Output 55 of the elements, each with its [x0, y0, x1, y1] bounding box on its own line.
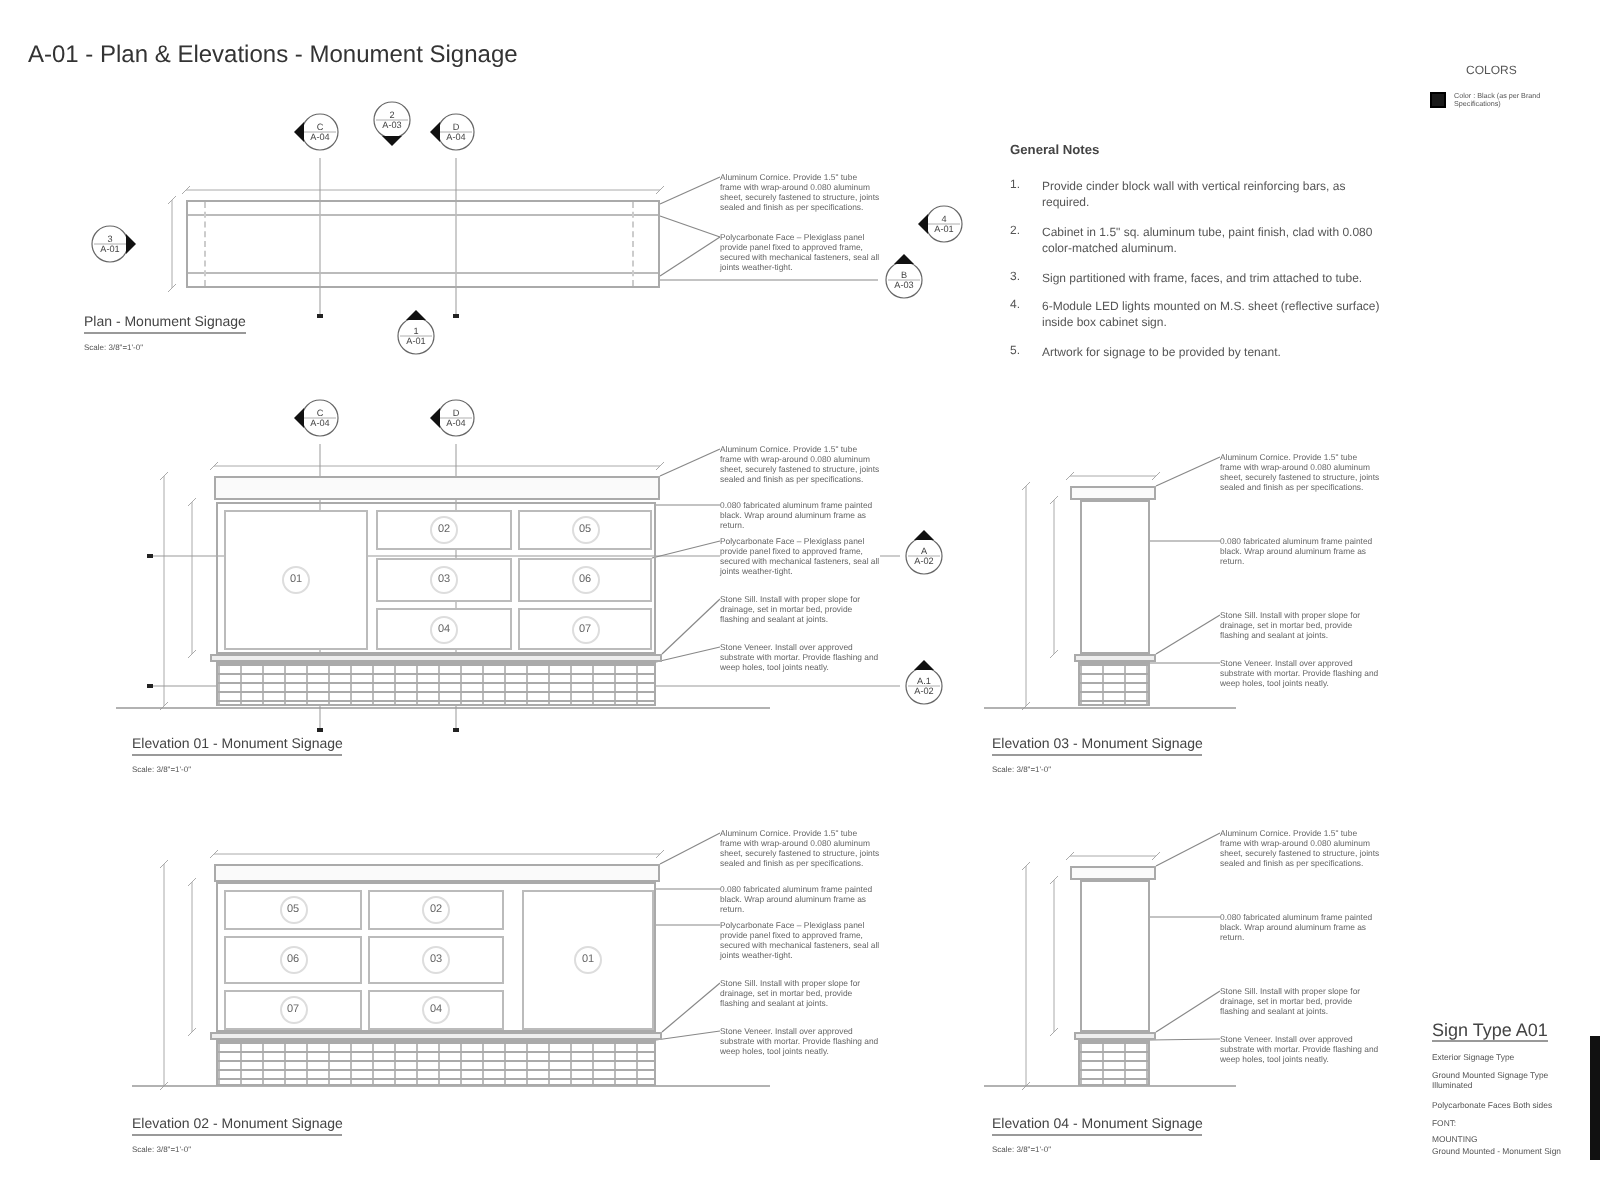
stone-base: [1078, 662, 1150, 706]
leader-line: [1155, 456, 1221, 487]
leader-line: [659, 176, 721, 205]
sign-panel: [376, 608, 512, 650]
sign-panel: [522, 890, 654, 1030]
cornice: [1070, 866, 1156, 880]
sign-panel: [376, 510, 512, 550]
leader-line: [659, 832, 721, 865]
sign-panel: [368, 990, 504, 1030]
sign-panel: [224, 990, 362, 1030]
leader-line: [653, 924, 721, 926]
sign-cabinet: [216, 502, 656, 654]
sign-panel: [224, 510, 368, 650]
stone-base: [216, 1040, 656, 1086]
section-cut-line: [659, 279, 879, 281]
leader-line: [655, 646, 721, 663]
leader-line: [655, 888, 721, 890]
leader-line: [1155, 614, 1221, 655]
sign-panel: [368, 890, 504, 930]
stone-base: [1078, 1040, 1150, 1086]
sign-column: [1080, 880, 1150, 1032]
stone-base: [216, 662, 656, 706]
sign-panel: [518, 558, 652, 602]
stone-sill: [1074, 654, 1156, 662]
leader-line: [659, 448, 721, 477]
leader-line: [1149, 540, 1221, 542]
sign-panel: [368, 936, 504, 984]
sign-panel: [518, 608, 652, 650]
leader-line: [1149, 662, 1221, 664]
sign-panel: [224, 936, 362, 984]
leader-line: [661, 598, 721, 655]
sheet-title: A-01 - Plan & Elevations - Monument Signage: [28, 40, 518, 68]
sign-type-heading: Sign Type A01: [1432, 1020, 1548, 1042]
sign-panel: [518, 510, 652, 550]
cornice: [1070, 486, 1156, 500]
sign-panel: [224, 890, 362, 930]
leader-line: [1149, 1038, 1221, 1041]
leader-line: [659, 236, 721, 277]
sign-column: [1080, 500, 1150, 654]
cornice: [214, 864, 660, 882]
leader-line: [1155, 990, 1221, 1033]
sign-panel: [376, 558, 512, 602]
leader-line: [651, 540, 721, 559]
stone-sill: [210, 654, 662, 662]
plan-outline: [186, 200, 660, 288]
cornice: [214, 476, 660, 500]
leader-line: [1155, 832, 1221, 867]
leader-line: [655, 504, 721, 506]
leader-line: [659, 215, 721, 238]
leader-line: [655, 1030, 721, 1041]
stone-sill: [210, 1032, 662, 1040]
leader-line: [661, 982, 721, 1033]
leader-line: [1149, 916, 1221, 918]
stone-sill: [1074, 1032, 1156, 1040]
sign-cabinet: [216, 882, 656, 1032]
